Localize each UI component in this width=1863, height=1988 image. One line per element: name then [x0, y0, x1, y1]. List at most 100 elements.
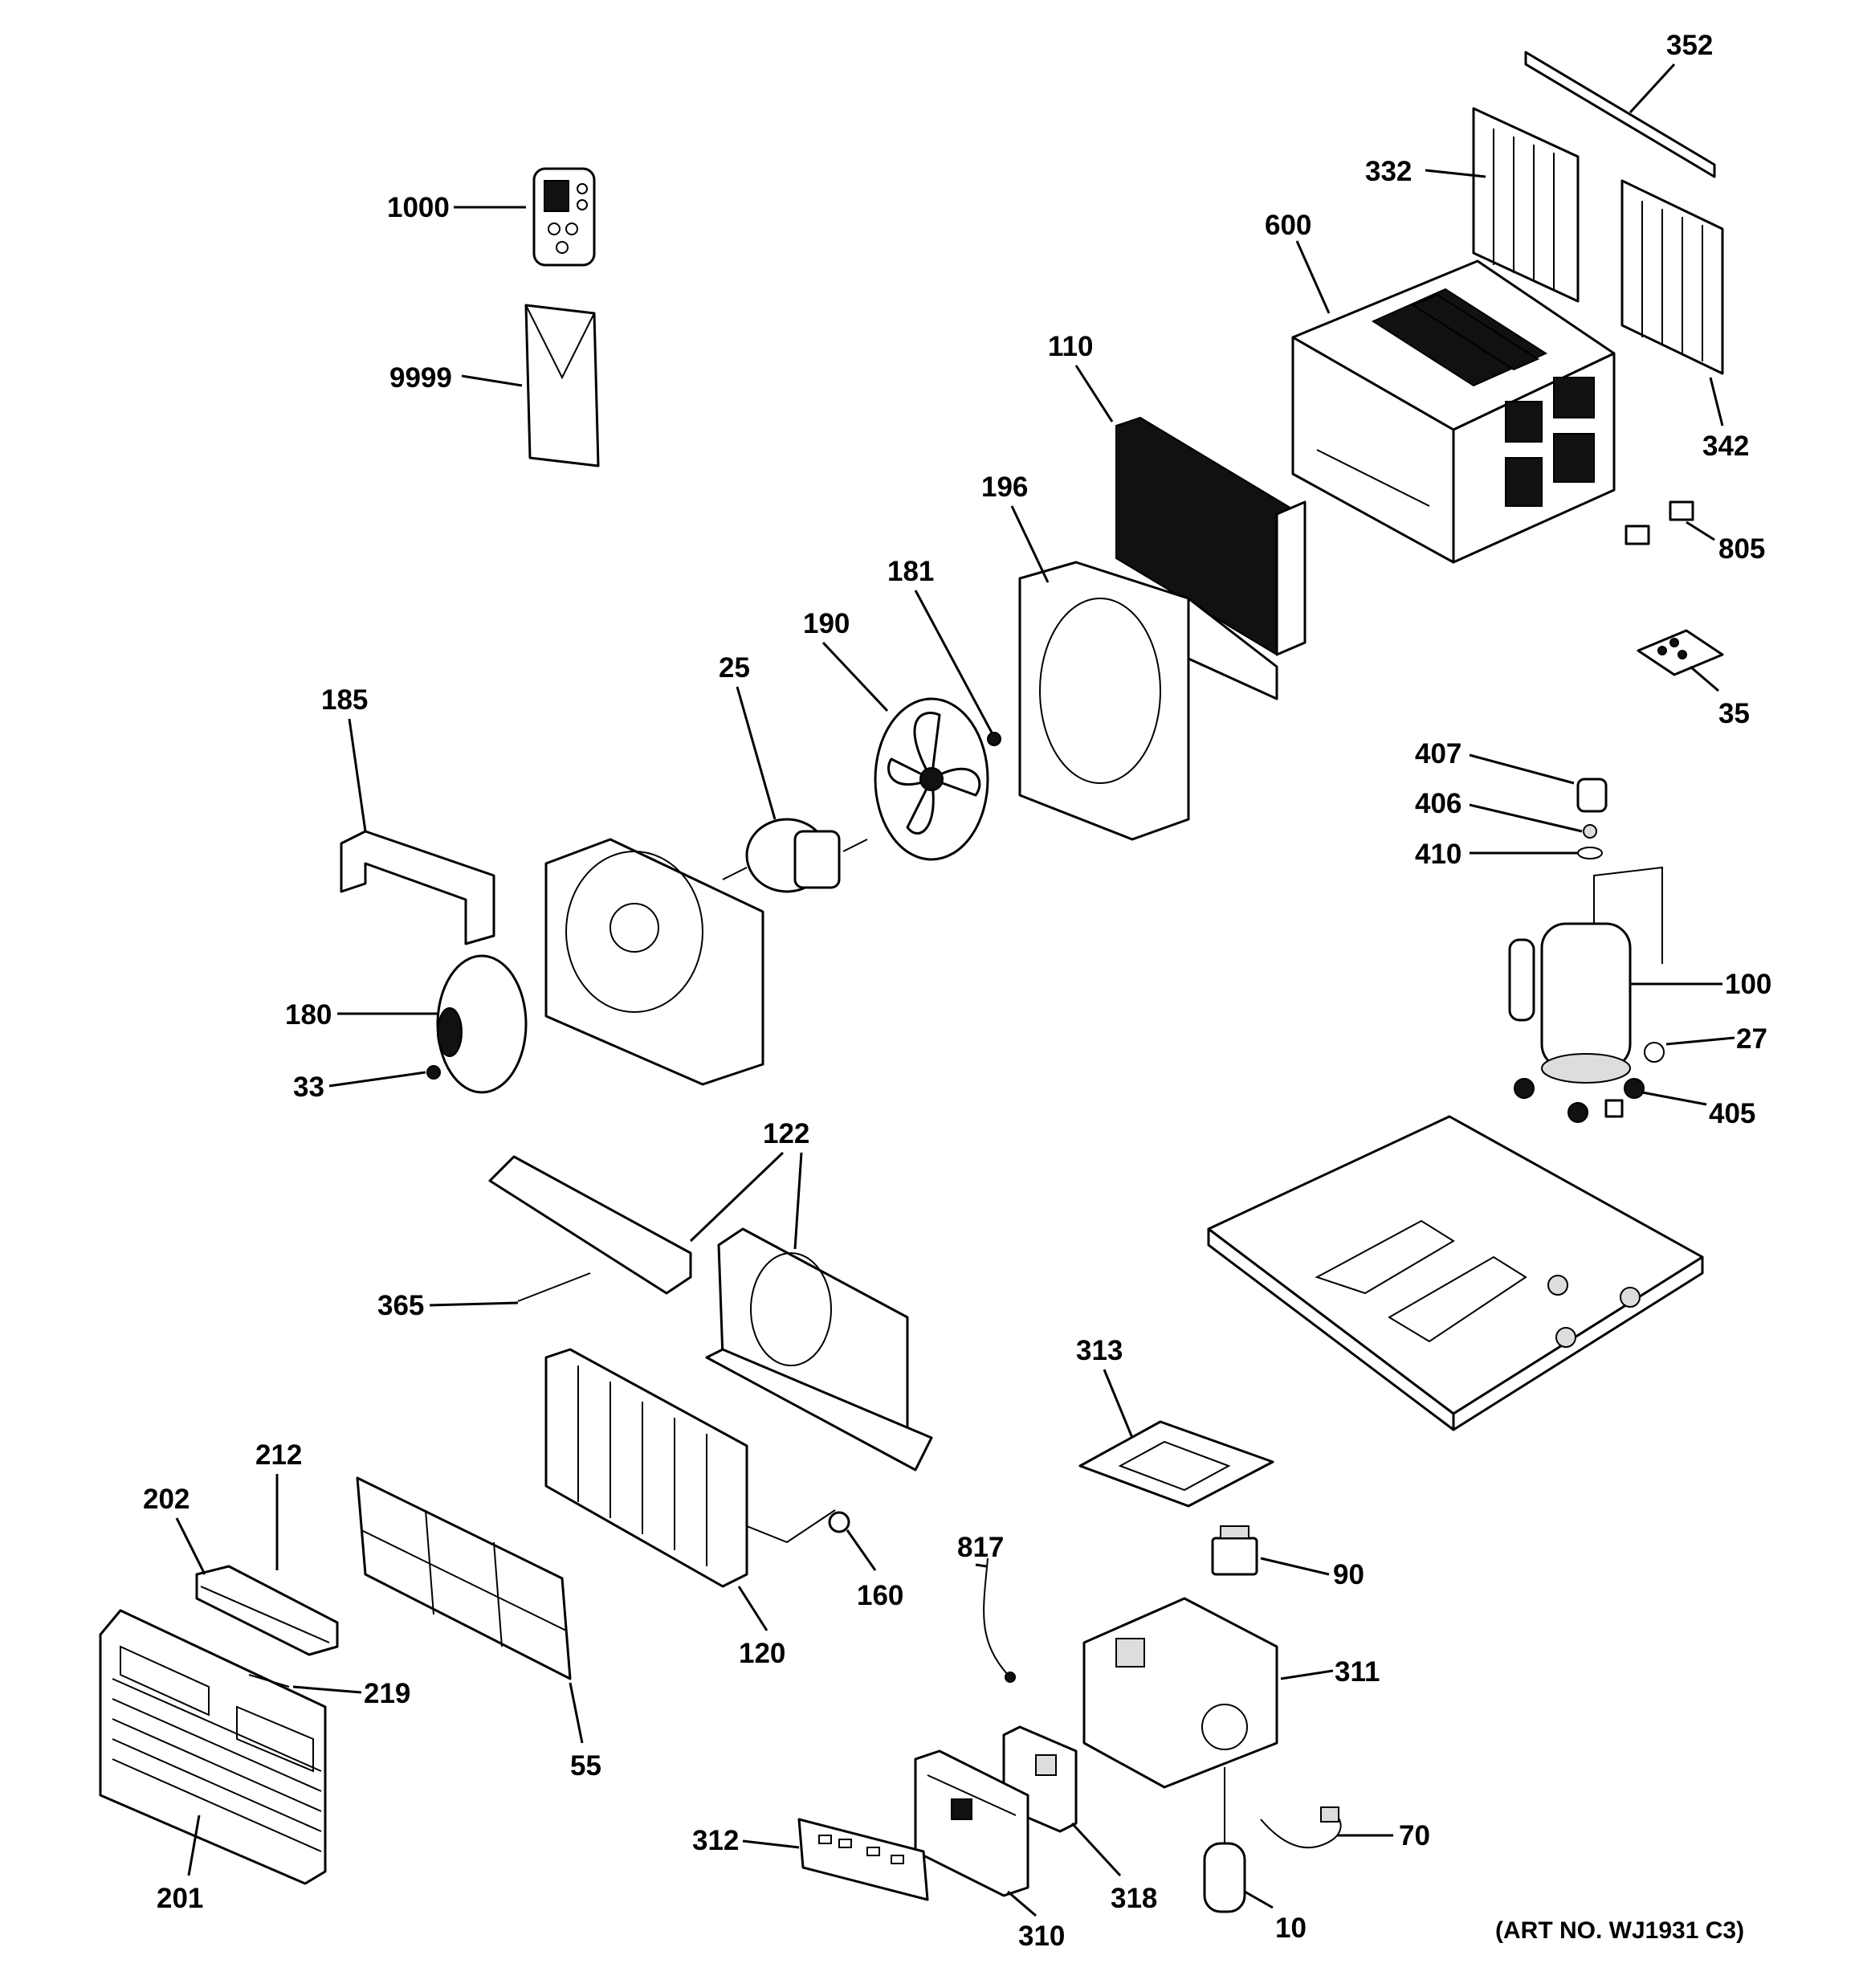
callout-410: 410	[1415, 839, 1461, 870]
leader-352	[1629, 63, 1676, 114]
leader-90	[1260, 1557, 1330, 1576]
leader-201	[187, 1815, 201, 1876]
callout-219: 219	[364, 1678, 410, 1709]
leader-25	[736, 686, 777, 820]
callout-100: 100	[1725, 969, 1771, 1000]
callout-405: 405	[1709, 1098, 1755, 1129]
leader-318	[1070, 1822, 1122, 1877]
evaporator-coil-part	[544, 1348, 836, 1588]
leader-332	[1425, 169, 1486, 178]
callout-212: 212	[255, 1439, 302, 1471]
callout-332: 332	[1365, 156, 1412, 187]
owners-manual-envelope-part	[524, 304, 600, 467]
leader-312	[742, 1839, 800, 1849]
callout-9999: 9999	[389, 362, 452, 394]
partition-upper-part	[488, 1155, 692, 1295]
leader-35	[1690, 665, 1719, 692]
leader-55	[569, 1682, 584, 1744]
callout-25: 25	[719, 652, 750, 684]
capacitor-part	[1203, 1767, 1246, 1913]
fan-motor-part	[722, 818, 868, 893]
blower-wheel-part	[436, 954, 528, 1094]
blower-scroll-housing-part	[544, 838, 764, 1086]
leader-122a	[689, 1151, 785, 1243]
side-curtain-left-part	[1472, 107, 1580, 303]
callout-201: 201	[157, 1883, 203, 1914]
leader-196	[1010, 505, 1050, 583]
callout-122: 122	[763, 1118, 809, 1149]
leader-817	[975, 1563, 987, 1568]
callout-311: 311	[1335, 1656, 1380, 1688]
leader-120	[737, 1586, 768, 1631]
control-box-cover-part	[1078, 1420, 1274, 1508]
control-box-part	[1082, 1597, 1278, 1789]
leader-342	[1709, 377, 1724, 427]
mounting-bracket-part	[1625, 500, 1694, 545]
leader-33	[328, 1071, 426, 1088]
callout-35: 35	[1718, 698, 1750, 729]
side-curtain-right-part	[1620, 179, 1724, 375]
callout-110: 110	[1048, 331, 1093, 362]
leader-185	[348, 718, 367, 832]
callout-1000: 1000	[387, 192, 450, 223]
callout-labels: 352 332 1000 600 342 9999 110 196 805 18…	[143, 30, 1771, 1952]
callout-181: 181	[887, 556, 934, 587]
leader-202	[175, 1517, 206, 1575]
callout-407: 407	[1415, 738, 1461, 769]
leader-311	[1280, 1669, 1334, 1680]
front-grille-part	[99, 1609, 327, 1885]
callout-318: 318	[1111, 1883, 1157, 1914]
callout-352: 352	[1666, 30, 1713, 61]
callout-55: 55	[570, 1750, 601, 1782]
leader-805	[1686, 520, 1715, 541]
grille-clip-part	[248, 1674, 290, 1688]
compressor-grommet-part	[1514, 1042, 1665, 1123]
leader-10	[1244, 1890, 1274, 1909]
condenser-fan-blade-part	[874, 697, 989, 861]
leader-405	[1641, 1091, 1707, 1106]
leader-406	[1469, 803, 1583, 833]
keypad-overlay-part	[797, 1818, 929, 1901]
callout-406: 406	[1415, 788, 1461, 819]
leader-lines	[175, 63, 1735, 1917]
leader-110	[1074, 365, 1114, 423]
callout-185: 185	[321, 684, 368, 716]
callout-180: 180	[285, 999, 332, 1031]
callout-33: 33	[293, 1072, 324, 1103]
base-pan-part	[1207, 1115, 1704, 1431]
callout-70: 70	[1399, 1820, 1430, 1851]
callout-202: 202	[143, 1484, 190, 1515]
callout-310: 310	[1018, 1921, 1065, 1952]
leader-9999	[461, 374, 523, 387]
callout-817: 817	[957, 1532, 1004, 1563]
leader-190	[821, 641, 889, 712]
transformer-part	[1211, 1525, 1258, 1576]
terminal-cover-part	[1576, 778, 1608, 859]
blower-nut-part	[426, 1065, 441, 1080]
louver-assembly-part	[195, 1565, 339, 1656]
top-rail-part	[1524, 51, 1716, 178]
condenser-shroud-part	[1018, 561, 1278, 841]
callout-27: 27	[1736, 1023, 1767, 1055]
callout-196: 196	[981, 471, 1028, 503]
callout-313: 313	[1076, 1335, 1123, 1366]
callout-600: 600	[1265, 210, 1311, 241]
hardware-bag-part	[1637, 629, 1724, 676]
callout-10: 10	[1275, 1912, 1307, 1944]
callout-805: 805	[1718, 533, 1765, 565]
leader-365	[429, 1301, 519, 1307]
power-cord-part	[1260, 1806, 1342, 1849]
leader-310	[1007, 1890, 1037, 1917]
leader-219	[292, 1685, 362, 1694]
air-duct-cover-part	[340, 830, 495, 945]
callout-365: 365	[377, 1290, 424, 1321]
partition-barrier-part	[705, 1227, 933, 1472]
leader-600	[1295, 240, 1331, 314]
air-filter-part	[356, 1476, 572, 1680]
heater-rod-part	[517, 1272, 591, 1302]
leader-27	[1665, 1036, 1735, 1046]
main-control-board-part	[914, 1749, 1029, 1897]
drain-valve-part	[828, 1511, 850, 1533]
callout-342: 342	[1702, 431, 1749, 462]
